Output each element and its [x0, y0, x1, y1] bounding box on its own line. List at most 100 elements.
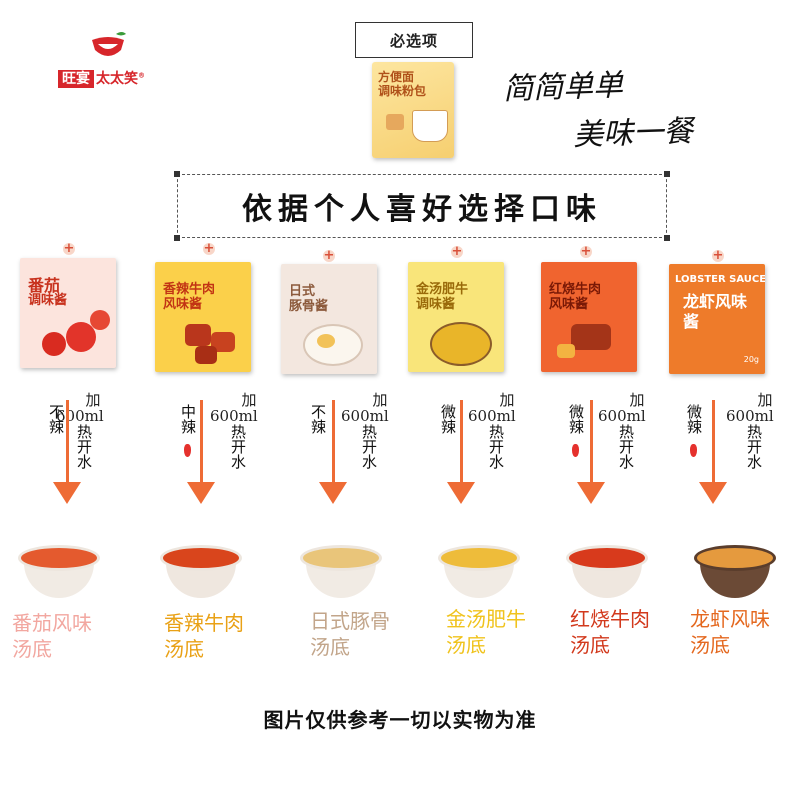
packet-title: 香辣牛肉 风味酱	[163, 282, 233, 312]
brand-plain-text: 太太笑	[96, 71, 138, 87]
arrow-stem	[332, 400, 335, 484]
broth-label-line2: 汤底	[570, 633, 610, 657]
packet-title-line2: 豚骨酱	[289, 299, 329, 314]
broth-label: 日式豚骨 汤底	[310, 608, 420, 660]
spice-level: 中辣	[179, 404, 197, 434]
beef-illustration	[571, 324, 611, 350]
spice-level: 微辣	[685, 404, 703, 434]
arrow-down-icon	[319, 482, 347, 504]
water-prefix: 加	[241, 391, 257, 409]
broth-label-line1: 日式豚骨	[310, 609, 390, 633]
bowl-spicy-beef	[160, 545, 242, 601]
packet-net-weight: 20g	[743, 355, 759, 364]
tomato-illustration	[90, 310, 110, 330]
broth-label: 金汤肥牛 汤底	[446, 606, 556, 658]
packet-title-line1: 番茄	[28, 276, 61, 295]
title-corner-mark	[174, 235, 180, 241]
broth-label-line2: 汤底	[164, 637, 204, 661]
packet-title-english: LOBSTER SAUCE	[675, 274, 765, 285]
packet-tonkotsu: 日式 豚骨酱	[281, 264, 377, 374]
broth-label: 红烧牛肉 汤底	[570, 606, 680, 658]
water-amount: 600ml	[598, 407, 646, 425]
seasoning-packet-title: 方便面 调味粉包	[378, 70, 438, 98]
bowl-braised-beef	[566, 545, 648, 601]
arrow-stem	[460, 400, 463, 484]
water-amount: 600ml	[468, 407, 516, 425]
seasoning-title-line2: 调味粉包	[378, 84, 427, 98]
water-instruction: 加 600ml 热开水	[726, 391, 790, 469]
seasoning-packet: 方便面 调味粉包	[372, 62, 454, 158]
packet-title-line1: 香辣牛肉	[163, 282, 216, 297]
egg-illustration	[317, 334, 335, 348]
packet-title-line2: 风味酱	[549, 297, 589, 312]
packet-title: 红烧牛肉 风味酱	[549, 282, 619, 312]
packet-lobster: LOBSTER SAUCE 龙虾风味酱 20g	[669, 264, 765, 374]
bowl-tonkotsu	[300, 545, 382, 601]
bowl-lobster	[694, 545, 776, 601]
broth-label-line2: 汤底	[446, 633, 486, 657]
arrow-stem	[66, 400, 69, 484]
broth-label-line1: 红烧牛肉	[570, 607, 650, 631]
packet-title: 金汤肥牛 调味酱	[416, 282, 486, 312]
broth-label: 龙虾风味 汤底	[690, 606, 800, 658]
plus-icon: +	[323, 248, 335, 263]
title-corner-mark	[174, 171, 180, 177]
packet-braised-beef: 红烧牛肉 风味酱	[541, 262, 637, 372]
packet-title-line2: 龙虾风味酱	[683, 292, 748, 331]
disclaimer-footer: 图片仅供参考一切以实物为准	[263, 708, 537, 732]
arrow-down-icon	[577, 482, 605, 504]
plus-icon: +	[580, 244, 592, 259]
bowl-logo-icon	[92, 32, 126, 56]
tomato-illustration	[42, 332, 66, 356]
seasoning-cube-illustration	[386, 114, 404, 130]
bowl-soup	[566, 545, 648, 571]
arrow-stem	[712, 400, 715, 484]
broth-label-line2: 汤底	[12, 637, 52, 661]
golden-soup-illustration	[430, 322, 492, 366]
packet-tomato: 番茄 调味酱	[20, 258, 116, 368]
broth-label-line1: 番茄风味	[12, 611, 92, 635]
packet-title: 日式 豚骨酱	[289, 284, 359, 314]
water-suffix: 热开水	[617, 424, 635, 469]
title-corner-mark	[664, 235, 670, 241]
broth-label-line1: 金汤肥牛	[446, 607, 526, 631]
bowl-golden-beef	[438, 545, 520, 601]
required-label: 必选项	[355, 22, 473, 58]
bowl-soup	[300, 545, 382, 571]
water-prefix: 加	[85, 391, 101, 409]
water-suffix: 热开水	[487, 424, 505, 469]
water-instruction: 加 600ml 热开水	[598, 392, 662, 469]
broth-label-line2: 汤底	[690, 633, 730, 657]
packet-title-line2: 风味酱	[163, 297, 203, 312]
chili-icon	[184, 444, 191, 457]
chili-icon	[572, 444, 579, 457]
water-instruction: 加 600ml 热开水	[341, 391, 405, 469]
broth-label-line1: 香辣牛肉	[164, 611, 244, 635]
beef-cube-illustration	[211, 332, 235, 352]
plus-icon: +	[63, 241, 75, 256]
registered-mark: ®	[138, 71, 145, 80]
packet-golden-beef: 金汤肥牛 调味酱	[408, 262, 504, 372]
brand-logo: 旺宴太太笑®	[58, 28, 158, 98]
packet-title-line2: 调味酱	[416, 297, 456, 312]
plus-icon: +	[712, 248, 724, 263]
spice-level: 微辣	[567, 404, 585, 434]
packet-title-line1: 红烧牛肉	[549, 282, 602, 297]
seasoning-title-line1: 方便面	[378, 70, 415, 84]
brand-name: 旺宴太太笑®	[58, 68, 145, 88]
spice-level: 不辣	[309, 404, 327, 434]
water-suffix: 热开水	[745, 424, 763, 469]
beef-cube-illustration	[185, 324, 211, 346]
tomato-illustration	[66, 322, 96, 352]
bowl-soup	[160, 545, 242, 571]
choose-flavor-title: 依据个人喜好选择口味	[177, 174, 667, 238]
broth-label: 番茄风味 汤底	[12, 610, 122, 662]
water-instruction: 加 600ml 热开水	[210, 391, 274, 469]
water-prefix: 加	[757, 391, 773, 409]
arrow-down-icon	[699, 482, 727, 504]
packet-spicy-beef: 香辣牛肉 风味酱	[155, 262, 251, 372]
packet-title-line1: 日式	[289, 284, 316, 299]
broth-label: 香辣牛肉 汤底	[164, 610, 274, 662]
slogan-line2: 美味一餐	[572, 113, 694, 154]
water-prefix: 加	[372, 391, 388, 409]
